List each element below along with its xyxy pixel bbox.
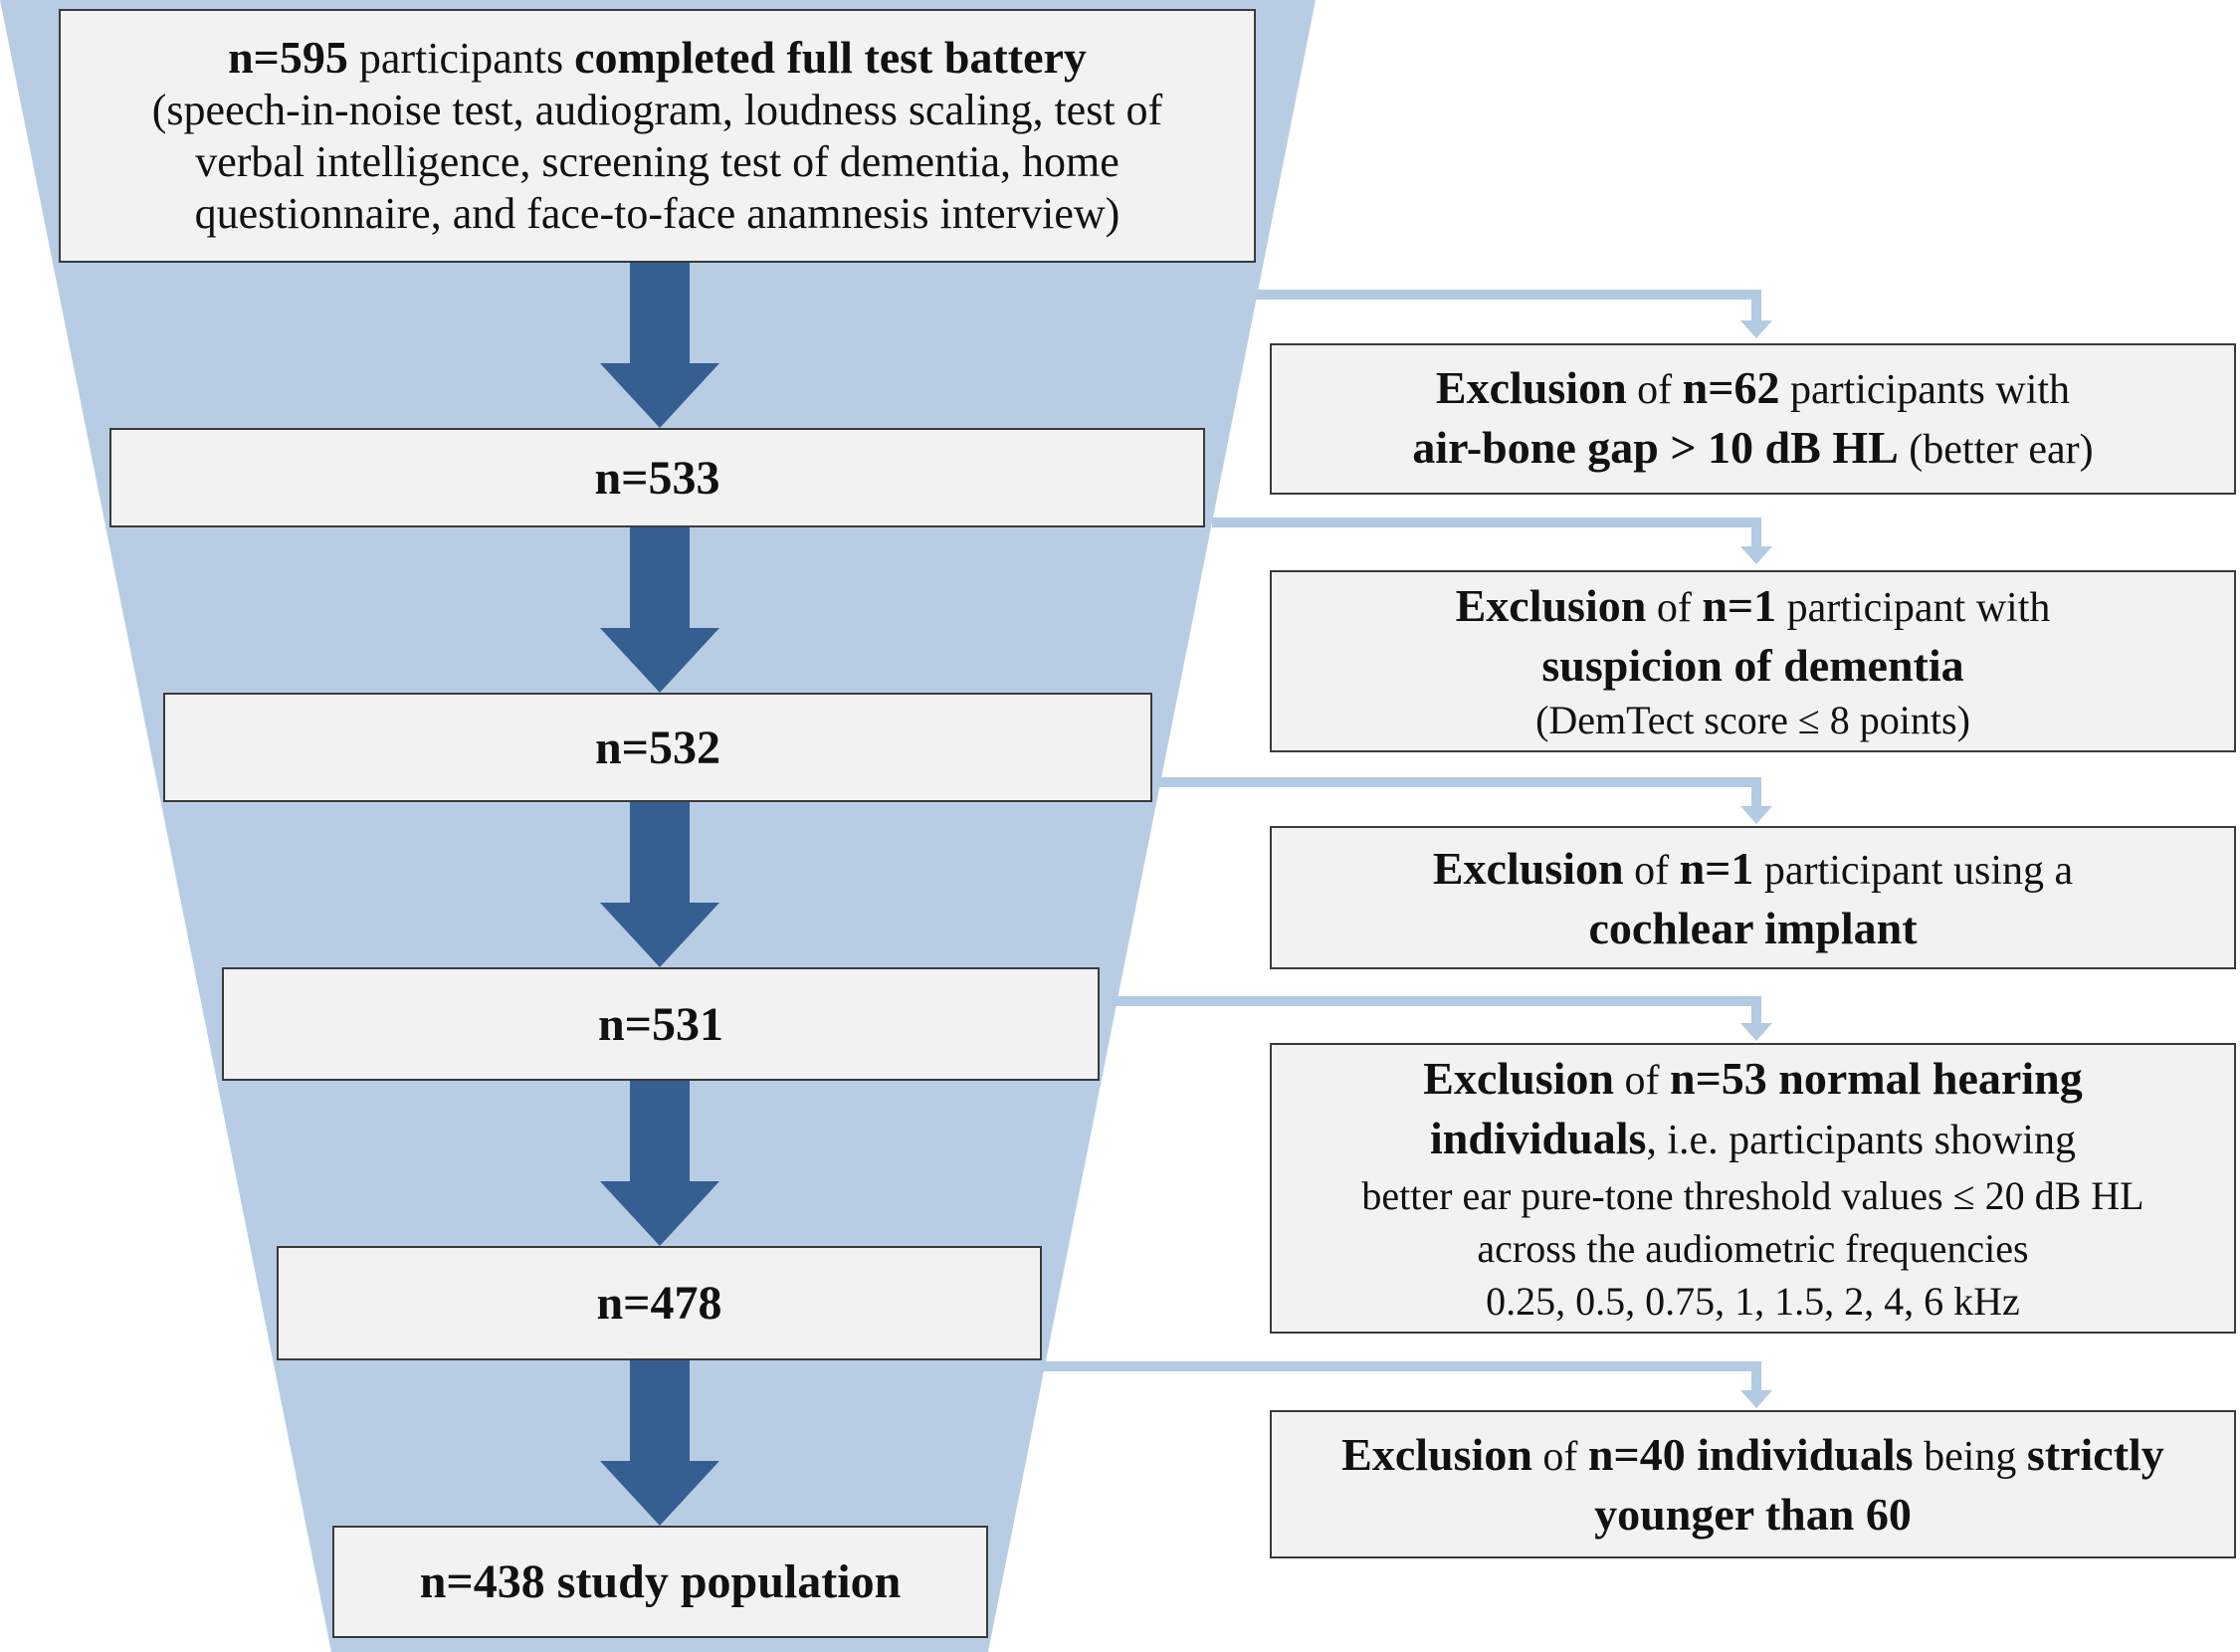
exclusion-word: Exclusion	[1435, 362, 1627, 413]
down-arrow-1	[600, 263, 719, 428]
exclusion-text: being	[1913, 1434, 2027, 1480]
stage-box-533: n=533	[109, 428, 1205, 527]
start-line-3: verbal intelligence, screening test of d…	[195, 137, 1120, 186]
side-arrow-head	[1740, 806, 1772, 824]
exclusion-text: participant using a	[1753, 847, 2074, 894]
start-line-2: (speech-in-noise test, audiogram, loudne…	[151, 86, 1163, 134]
down-arrow-3	[600, 802, 719, 967]
stage-label: n=478	[596, 1277, 722, 1330]
stage-label: n=531	[597, 997, 724, 1051]
exclusion-count: n=1	[1702, 579, 1777, 631]
exclusion-word: Exclusion	[1423, 1052, 1615, 1104]
side-arrow-head	[1740, 1390, 1772, 1408]
exclusion-text: participant with	[1776, 584, 2051, 631]
exclusion-note: (better ear)	[1898, 427, 2094, 473]
side-arrow-line	[1112, 996, 1761, 1027]
exclusion-criterion: suspicion of dementia	[1541, 639, 1964, 691]
final-box: n=438 study population	[332, 1526, 988, 1638]
stage-label: n=532	[594, 721, 721, 774]
exclusion-detail: 0.25, 0.5, 0.75, 1, 1.5, 2, 4, 6 kHz	[1486, 1278, 2020, 1324]
stage-box-478: n=478	[277, 1246, 1042, 1360]
side-arrow-5	[1041, 1361, 1772, 1408]
side-arrow-line	[1157, 777, 1761, 810]
exclusion-box-4: Exclusion of n=53 normal hearing individ…	[1270, 1043, 2236, 1334]
side-arrow-line	[1041, 1361, 1761, 1394]
side-arrow-head	[1740, 546, 1772, 564]
exclusion-word: Exclusion	[1341, 1429, 1532, 1480]
side-arrow-line	[1256, 290, 1761, 324]
stage-box-532: n=532	[163, 693, 1152, 802]
exclusion-word: of	[1531, 1434, 1588, 1480]
stage-label: n=533	[594, 451, 720, 505]
exclusion-box-5: Exclusion of n=40 individuals being stri…	[1270, 1410, 2236, 1558]
exclusion-detail: better ear pure-tone threshold values ≤ …	[1361, 1172, 2144, 1218]
side-arrow-head	[1740, 320, 1772, 338]
exclusion-word: Exclusion	[1455, 579, 1647, 631]
exclusion-note: (DemTect score ≤ 8 points)	[1535, 697, 1970, 742]
exclusion-criterion: younger than 60	[1594, 1489, 1912, 1540]
side-arrows	[1041, 290, 1772, 1408]
exclusion-count: n=1	[1679, 842, 1754, 894]
exclusion-word: of	[1623, 847, 1680, 894]
start-count: n=595	[228, 32, 348, 83]
start-line-4: questionnaire, and face-to-face anamnesi…	[194, 189, 1120, 238]
exclusion-word: Exclusion	[1432, 842, 1624, 894]
exclusion-word: of	[1614, 1057, 1671, 1104]
side-arrow-line	[1212, 517, 1761, 550]
exclusion-count: n=53 normal hearing	[1670, 1052, 2083, 1104]
main-arrows	[600, 263, 719, 1526]
exclusion-box-3: Exclusion of n=1 participant using a coc…	[1270, 826, 2236, 969]
down-arrow-5	[600, 1360, 719, 1526]
side-arrow-4	[1112, 996, 1772, 1041]
exclusion-criterion: air-bone gap > 10 dB HL	[1412, 422, 1899, 473]
side-arrow-3	[1157, 777, 1772, 824]
start-text: participants	[347, 34, 575, 83]
exclusion-text: , i.e. participants showing	[1646, 1117, 2076, 1163]
exclusion-criterion: cochlear implant	[1588, 902, 1918, 953]
exclusion-box-2: Exclusion of n=1 participant with suspic…	[1270, 570, 2236, 752]
final-label: n=438 study population	[419, 1555, 902, 1608]
exclusion-criterion: individuals	[1430, 1112, 1647, 1163]
start-bold-text: completed full test battery	[574, 32, 1087, 83]
exclusion-word: of	[1646, 584, 1703, 631]
exclusion-detail: across the audiometric frequencies	[1477, 1225, 2029, 1271]
side-arrow-2	[1212, 517, 1772, 564]
exclusion-word: of	[1626, 367, 1683, 413]
stage-box-531: n=531	[222, 967, 1100, 1081]
exclusion-count: n=40 individuals	[1587, 1429, 1914, 1480]
exclusion-text: participants with	[1779, 367, 2071, 413]
side-arrow-1	[1256, 290, 1772, 338]
side-arrow-head	[1740, 1023, 1772, 1041]
down-arrow-2	[600, 527, 719, 693]
start-box: n=595 participants completed full test b…	[59, 9, 1256, 263]
exclusion-box-1: Exclusion of n=62 participants with air-…	[1270, 343, 2236, 495]
down-arrow-4	[600, 1081, 719, 1246]
exclusion-count: n=62	[1682, 362, 1780, 413]
exclusion-criterion: strictly	[2026, 1429, 2164, 1480]
